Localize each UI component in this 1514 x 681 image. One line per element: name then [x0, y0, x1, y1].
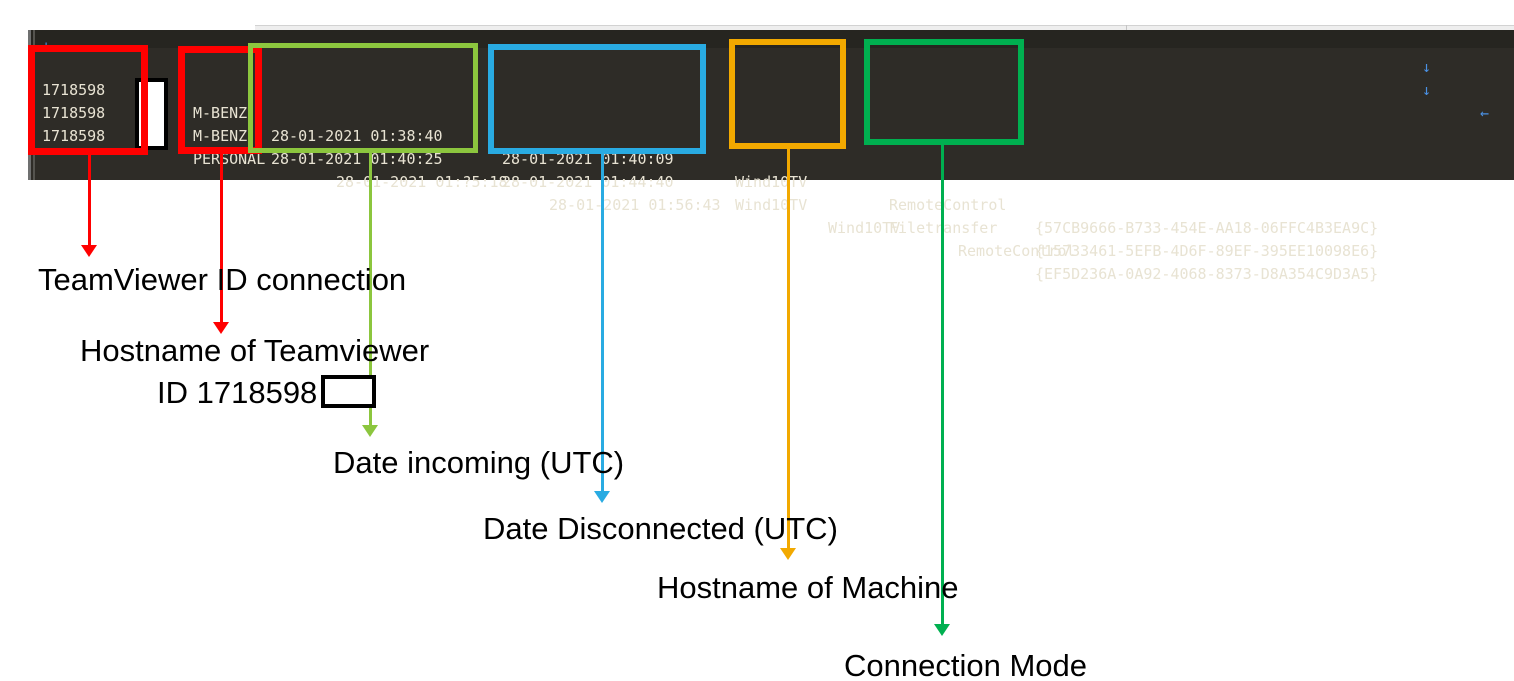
connector-line-hostname-teamviewer	[220, 152, 223, 324]
cell-teamviewer-id: 1718598	[42, 104, 106, 122]
line-wrap-down-arrow-icon: ↓	[1422, 58, 1432, 76]
cell-machine-hostname: Wind10TV	[735, 173, 808, 191]
highlight-box-connection-mode	[864, 39, 1024, 145]
highlight-box-date-incoming	[248, 43, 478, 153]
cell-machine-hostname: Wind10TV	[735, 196, 808, 214]
line-wrap-left-arrow-icon: ←	[1480, 104, 1490, 122]
window-top-scrollbar-seam	[1126, 25, 1127, 31]
connector-arrowhead-date-disconnected	[594, 491, 610, 503]
cell-date-incoming: 28-01-2021 01:40:25	[271, 150, 443, 168]
cell-teamviewer-id: 1718598	[42, 127, 106, 145]
redaction-block-teamviewer-id	[135, 78, 168, 150]
connector-arrowhead-date-incoming	[362, 425, 378, 437]
cell-teamviewer-id: 1718598	[42, 81, 106, 99]
cell-date-incoming: 28-01-2021 01:?5:18	[336, 173, 508, 191]
log-row: 1718598 M-BENZ 28-01-2021 01:38:40 28-01…	[28, 56, 1514, 237]
connector-arrowhead-hostname-teamviewer	[213, 322, 229, 334]
highlight-box-machine-hostname	[729, 39, 846, 149]
annotation-label-connection-mode: Connection Mode	[844, 648, 1087, 681]
cell-date-incoming: 28-01-2021 01:38:40	[271, 127, 443, 145]
cell-hostname-teamviewer: PERSONAL	[193, 150, 266, 168]
line-wrap-down-arrow-icon: ↓	[1422, 81, 1432, 99]
cell-machine-hostname: Wind10TV	[828, 219, 901, 237]
redaction-block-annotation-id	[321, 375, 376, 408]
cell-hostname-teamviewer: M-BENZ	[193, 127, 248, 145]
annotation-label-date-incoming: Date incoming (UTC)	[333, 445, 625, 480]
cell-date-disconnected: 28-01-2021 01:40:09	[502, 150, 674, 168]
annotation-label-machine-hostname: Hostname of Machine	[657, 570, 959, 605]
connector-line-teamviewer-id	[88, 152, 91, 247]
connector-line-connection-mode	[941, 144, 944, 626]
terminal-text-area: ↓ 1718598 M-BENZ 28-01-2021 01:38:40 28-…	[28, 30, 1514, 283]
cell-session-guid: {15733461-5EFB-4D6F-89EF-395EE10098E6}	[1035, 242, 1379, 260]
cell-date-disconnected: 28-01-2021 01:56:43	[549, 196, 721, 214]
connector-arrowhead-connection-mode	[934, 624, 950, 636]
cell-hostname-teamviewer: M-BENZ	[193, 104, 248, 122]
highlight-box-teamviewer-id	[28, 45, 148, 155]
connector-line-date-disconnected	[601, 152, 604, 493]
highlight-box-hostname-teamviewer	[178, 46, 262, 154]
highlight-box-date-disconnected	[488, 44, 706, 154]
cell-session-guid: {57CB9666-B733-454E-AA18-06FFC4B3EA9C}	[1035, 219, 1379, 237]
connector-arrowhead-machine-hostname	[780, 548, 796, 560]
cell-connection-mode: RemoteControl	[889, 196, 1007, 214]
annotation-label-hostname-teamviewer-line1: Hostname of Teamviewer	[80, 333, 430, 368]
connector-line-date-incoming	[369, 152, 372, 427]
annotation-label-teamviewer-id: TeamViewer ID connection	[38, 262, 407, 297]
connector-arrowhead-teamviewer-id	[81, 245, 97, 257]
log-row: 1718598 PERSONAL 28-01-2021 01:?5:18 28-…	[28, 102, 1514, 283]
annotation-label-date-disconnected: Date Disconnected (UTC)	[483, 511, 838, 546]
cell-connection-mode: RemoteControl	[958, 242, 1076, 260]
annotation-label-hostname-teamviewer-line2: ID 1718598	[157, 375, 318, 410]
cell-date-disconnected: 28-01-2021 01:44:40	[502, 173, 674, 191]
cell-session-guid: {EF5D236A-0A92-4068-8373-D8A354C9D3A5}	[1035, 265, 1379, 283]
connector-line-machine-hostname	[787, 148, 790, 550]
